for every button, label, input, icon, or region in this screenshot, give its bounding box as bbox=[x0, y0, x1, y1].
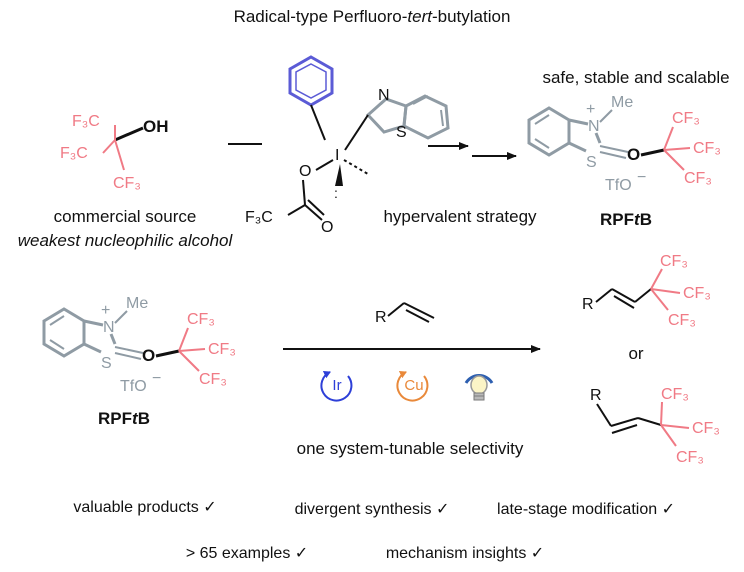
e-product-r: R bbox=[582, 296, 594, 313]
iodane-s-atom: S bbox=[396, 124, 407, 141]
title-italic: tert bbox=[407, 7, 433, 26]
iodane-cf3: F₃C bbox=[245, 209, 273, 226]
reagent-bottom-cf3-a: CF₃ bbox=[187, 311, 215, 328]
feature-divergent-synthesis: divergent synthesis ✓ bbox=[295, 501, 450, 518]
e-product-cf3-c: CF₃ bbox=[668, 312, 696, 329]
reagent-tagline: safe, stable and scalable bbox=[542, 68, 729, 87]
alkene-r: R bbox=[375, 309, 387, 326]
reagent-bottom-counterion: TfO bbox=[120, 378, 147, 395]
reagent-name-top: RPFtB bbox=[600, 210, 652, 229]
cu-catalyst-label: Cu bbox=[404, 377, 423, 394]
alcohol-oh: OH bbox=[143, 117, 169, 136]
reagent-name-bottom-post: B bbox=[138, 409, 150, 428]
z-alkene-product: R CF₃ CF₃ CF₃ bbox=[590, 386, 720, 466]
z-product-cf3-c: CF₃ bbox=[676, 449, 704, 466]
reagent-name-top-it: t bbox=[634, 210, 641, 229]
reagent-name-bottom-pre: RPF bbox=[98, 409, 132, 428]
reagent-rpftb-top: N + Me S O CF₃ CF₃ CF₃ TfO − bbox=[527, 94, 721, 194]
perfluoro-tert-butanol: F₃C F₃C CF₃ OH bbox=[60, 113, 169, 192]
reagent-bottom-n-atom: N bbox=[103, 319, 115, 336]
reagent-name-top-post: B bbox=[640, 210, 652, 229]
reagent-name-top-pre: RPF bbox=[600, 210, 634, 229]
z-product-cf3-b: CF₃ bbox=[692, 420, 720, 437]
reagent-top-cf3-b: CF₃ bbox=[693, 140, 721, 157]
iodane-lone-pair: : bbox=[334, 185, 338, 201]
weakest-nucleophile-label: weakest nucleophilic alcohol bbox=[18, 231, 234, 250]
reagent-top-o-atom: O bbox=[627, 145, 640, 164]
iodane-i-atom: I bbox=[335, 147, 339, 164]
reagent-bottom-s-atom: S bbox=[101, 355, 112, 372]
selectivity-label: one system-tunable selectivity bbox=[297, 439, 524, 458]
reagent-bottom-methyl: Me bbox=[126, 295, 148, 312]
feature-mechanism-insights: mechanism insights ✓ bbox=[386, 545, 544, 562]
hypervalent-iodine-reagent: N S I : O O F₃C bbox=[245, 55, 450, 236]
z-product-r: R bbox=[590, 387, 602, 404]
benzo-ring bbox=[402, 94, 450, 140]
reagent-top-s-atom: S bbox=[586, 154, 597, 171]
cu-catalyst-icon: Cu bbox=[396, 370, 429, 402]
reagent-bottom-o-atom: O bbox=[142, 346, 155, 365]
feature-examples: > 65 examples ✓ bbox=[186, 545, 308, 562]
feature-late-stage-modification: late-stage modification ✓ bbox=[497, 501, 675, 518]
ir-catalyst-icon: Ir bbox=[320, 370, 353, 402]
reagent-bottom-cf3-b: CF₃ bbox=[208, 341, 236, 358]
title-prefix: Radical-type Perfluoro- bbox=[234, 7, 408, 26]
reagent-top-n-atom: N bbox=[588, 118, 600, 135]
iodane-o-atom: O bbox=[299, 163, 311, 180]
feature-valuable-products: valuable products ✓ bbox=[73, 499, 216, 516]
reagent-top-plus: + bbox=[586, 101, 595, 118]
iodane-n-atom: N bbox=[378, 87, 390, 104]
reagent-bottom-cf3-c: CF₃ bbox=[199, 371, 227, 388]
ir-catalyst-label: Ir bbox=[332, 377, 341, 394]
reagent-rpftb-bottom: N + Me S O CF₃ CF₃ CF₃ TfO − bbox=[42, 295, 236, 395]
reagent-bottom-plus: + bbox=[101, 302, 110, 319]
light-bulb-icon bbox=[464, 373, 494, 401]
reagent-name-bottom: RPFtB bbox=[98, 409, 150, 428]
hypervalent-strategy-label: hypervalent strategy bbox=[383, 207, 537, 226]
reagent-top-minus: − bbox=[637, 169, 646, 186]
alcohol-cf3-top: F₃C bbox=[72, 113, 100, 130]
alcohol-cf3-bottom: CF₃ bbox=[113, 175, 141, 192]
scheme-title: Radical-type Perfluoro-tert-butylation bbox=[234, 7, 511, 26]
reagent-bottom-minus: − bbox=[152, 370, 161, 387]
e-product-cf3-a: CF₃ bbox=[660, 253, 688, 270]
reagent-name-bottom-it: t bbox=[132, 409, 139, 428]
e-product-cf3-b: CF₃ bbox=[683, 285, 711, 302]
title-suffix: -butylation bbox=[432, 7, 510, 26]
reagent-top-counterion: TfO bbox=[605, 177, 632, 194]
commercial-source-label: commercial source bbox=[54, 207, 197, 226]
reagent-top-cf3-c: CF₃ bbox=[684, 170, 712, 187]
iodane-carbonyl-o: O bbox=[321, 219, 333, 236]
alcohol-cf3-left: F₃C bbox=[60, 145, 88, 162]
reagent-top-methyl: Me bbox=[611, 94, 633, 111]
e-alkene-product: R CF₃ CF₃ CF₃ bbox=[582, 253, 711, 329]
reagent-top-cf3-a: CF₃ bbox=[672, 110, 700, 127]
z-product-cf3-a: CF₃ bbox=[661, 386, 689, 403]
or-label: or bbox=[628, 344, 643, 363]
alkene-substrate: R bbox=[375, 302, 435, 326]
